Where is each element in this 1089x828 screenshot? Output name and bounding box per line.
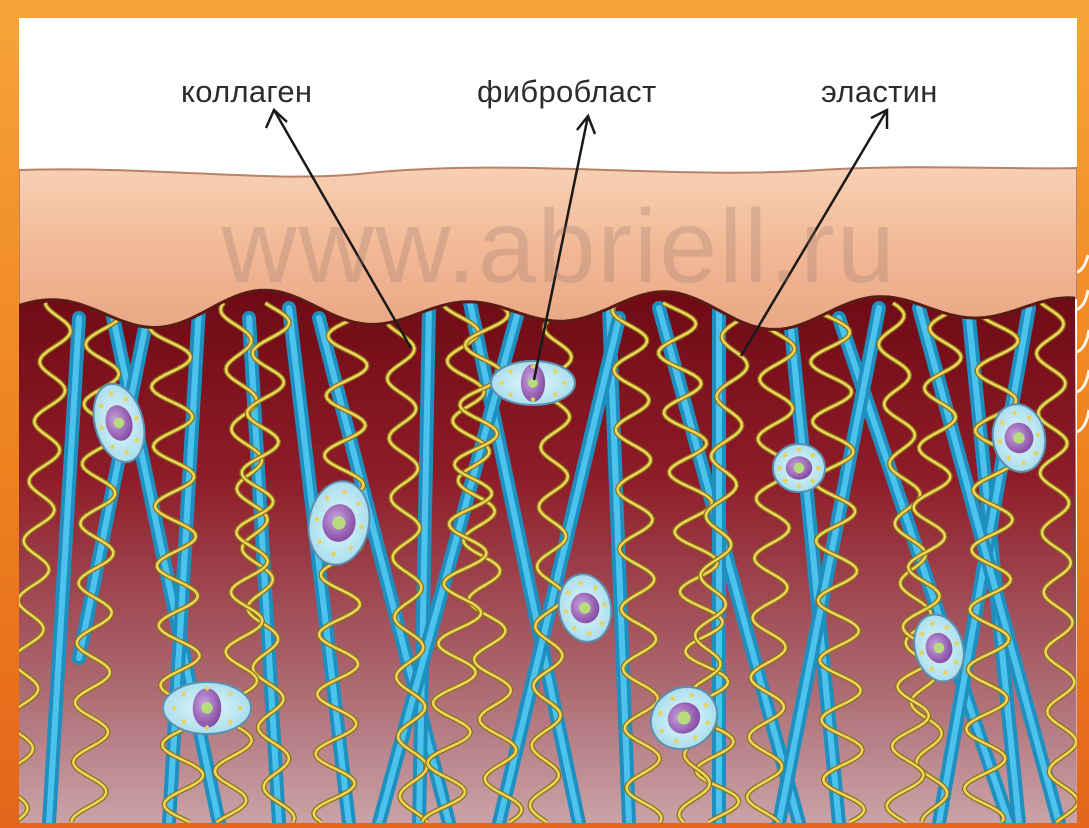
skin-structure-diagram: www.abriell.ru коллаген фибробласт эласт… (19, 18, 1077, 823)
label-fibroblast: фибробласт (477, 74, 656, 110)
fibroblast-cell (491, 361, 575, 405)
label-collagen: коллаген (181, 74, 312, 110)
label-elastin: эластин (821, 74, 938, 110)
fibroblast-cell (163, 682, 251, 734)
collagen-fiber (419, 308, 429, 823)
dermis-illustration (19, 18, 1077, 823)
fibroblast-cell (773, 444, 825, 492)
watermark-text: www.abriell.ru (39, 188, 1077, 307)
